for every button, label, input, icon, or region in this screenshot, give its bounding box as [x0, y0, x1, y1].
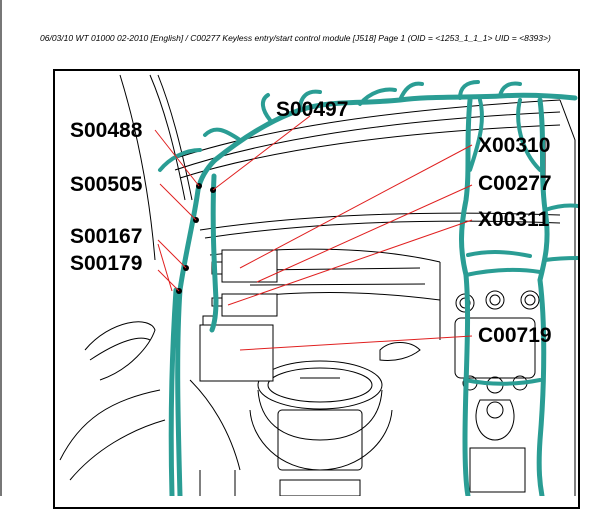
label-c00277: C00277 [478, 172, 552, 195]
label-s00167: S00167 [70, 225, 142, 248]
leader-s00488 [154, 129, 200, 187]
leader-s00179 [157, 269, 180, 292]
wiring-diagram: S00488 S00497 S00505 S00167 S00179 X0031… [59, 74, 578, 496]
page-left-edge [0, 0, 2, 496]
leader-c00277 [256, 184, 473, 283]
label-c00719: C00719 [478, 324, 552, 347]
leader-c00719 [239, 335, 473, 351]
leader-lines [154, 115, 473, 351]
callout-labels: S00488 S00497 S00505 S00167 S00179 X0031… [70, 98, 552, 347]
leader-x00310 [239, 144, 473, 269]
module-c00719 [199, 315, 274, 382]
label-s00488: S00488 [70, 119, 143, 142]
wiring-harness [158, 80, 578, 496]
leader-s00497 [212, 115, 311, 191]
leader-s00505 [159, 183, 197, 221]
label-s00497: S00497 [276, 98, 348, 121]
page-header: 06/03/10 WT 01000 02-2010 [English] / C0… [40, 33, 551, 43]
leader-s00167 [157, 239, 187, 269]
label-x00310: X00310 [478, 134, 550, 157]
label-s00179: S00179 [70, 252, 142, 275]
leader-x00311 [227, 219, 473, 306]
label-s00505: S00505 [70, 173, 143, 196]
connector-x00311 [211, 293, 278, 317]
leader-s00167b [157, 243, 173, 292]
label-x00311: X00311 [478, 208, 550, 231]
